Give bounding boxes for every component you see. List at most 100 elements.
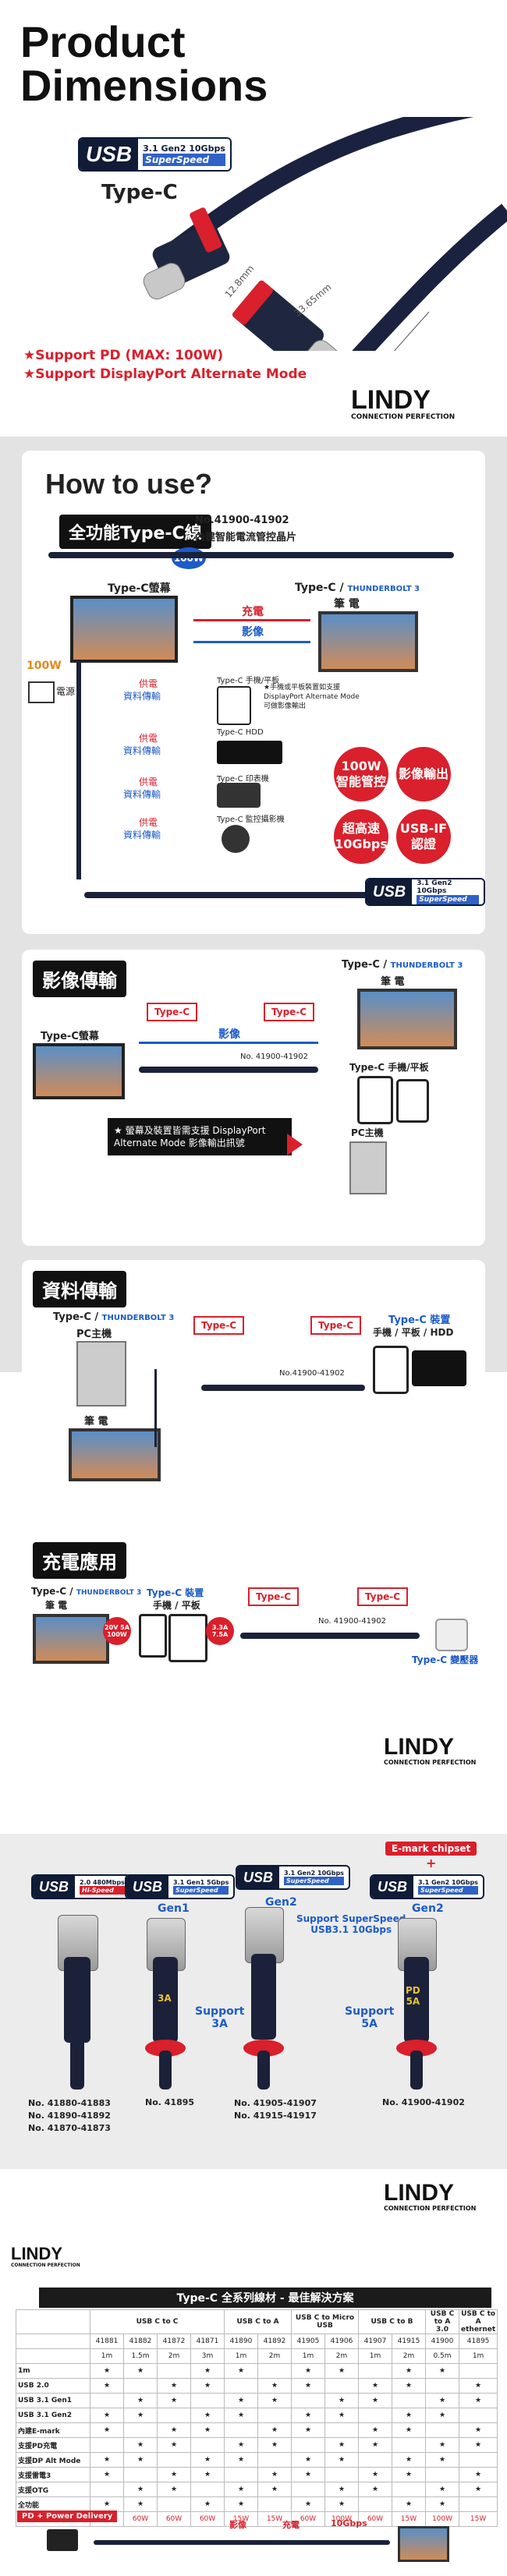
power-flow-3: 供電: [139, 777, 158, 787]
table-cell: ★: [358, 2393, 392, 2408]
usb-logo-badge: USB 3.1 Gen2 10Gbps SuperSpeed: [78, 137, 232, 172]
table-cell: [257, 2452, 292, 2468]
table-cell: ★: [425, 2408, 459, 2423]
video-label: 影像: [242, 626, 264, 639]
table-cell: [224, 2467, 258, 2482]
table-col-1: 41882: [123, 2334, 158, 2349]
table-cell: ★: [90, 2467, 124, 2482]
table-cell: [324, 2378, 359, 2394]
table-foot-3: 60W: [190, 2511, 225, 2527]
table-cell: ★: [157, 2393, 191, 2408]
table-cell: ★: [90, 2408, 124, 2423]
table-cell: ★: [190, 2363, 225, 2379]
table-col-10: 41900: [425, 2334, 459, 2349]
table-cell: ★: [291, 2408, 325, 2423]
table-group-5: USB C to A ethernet: [458, 2309, 498, 2334]
table-cell: [157, 2408, 191, 2423]
table-cell: [90, 2437, 124, 2453]
charge-tc1: Type-C: [248, 1587, 300, 1606]
table-cell: [190, 2393, 225, 2408]
charge-cable: [240, 1633, 420, 1639]
table-foot-2: 60W: [157, 2511, 191, 2527]
data-cable: [201, 1385, 365, 1391]
table-row: USB 2.0★★★★★★★★: [16, 2378, 498, 2394]
dp-note: ★手機或平板裝置如支援 DisplayPort Alternate Mode 可…: [264, 684, 360, 710]
table-len-11: 1m: [458, 2348, 498, 2364]
video-model: No. 41900-41902: [240, 1053, 309, 1061]
power-watt: 100W: [27, 660, 62, 672]
table-foot-10: 100W: [425, 2511, 459, 2527]
table-cell: [425, 2422, 459, 2438]
data-panel: 資料傳輸 Type-C / THUNDERBOLT 3 PC主機 筆 電 Typ…: [22, 1260, 485, 1517]
charge-arrow: [193, 619, 310, 621]
cable2-3a: 3A: [158, 1993, 172, 2004]
data-left-top: Type-C / THUNDERBOLT 3: [53, 1311, 175, 1323]
top-cable: [48, 552, 454, 558]
table-len-2: 2m: [157, 2348, 191, 2364]
lindy-logo-4: LINDY CONNECTION PERFECTION: [11, 2244, 80, 2269]
table-row: USB 3.1 Gen1★★★★★★★★: [16, 2393, 498, 2408]
table-cell: ★: [458, 2422, 498, 2438]
table-cell: ★: [425, 2496, 459, 2512]
table-cell: [425, 2378, 459, 2394]
notebook-label2: 筆 電: [334, 598, 360, 610]
table-cell: ★: [190, 2452, 225, 2468]
video-arrow: [193, 641, 310, 643]
table-cell: ★: [324, 2363, 359, 2379]
data-flow-4: 資料傳輸: [123, 830, 161, 840]
table-cell: ★: [157, 2467, 191, 2482]
charge-label: 充電: [242, 606, 264, 618]
table-cell: ★: [458, 2437, 498, 2453]
phone-label: Type-C 手機/平板: [217, 677, 280, 685]
table-row-label: USB 3.1 Gen1: [16, 2393, 90, 2408]
table-cell: [291, 2437, 325, 2453]
table-row: 支援OTG★★★★★★★★: [16, 2482, 498, 2497]
feat-usbif: USB-IF 認證: [396, 809, 451, 864]
gen1-label: Gen1: [158, 1902, 190, 1915]
table-cell: ★: [392, 2408, 426, 2423]
data-nb: 筆 電: [84, 1416, 108, 1428]
vertical-bus: [76, 661, 81, 879]
model-desc: 內建智能電流管控晶片: [195, 532, 297, 543]
cable1-wire: [70, 2035, 84, 2089]
hero-title-line2: Dimensions: [20, 61, 268, 110]
table-cell: [392, 2482, 426, 2497]
table-cell: ★: [257, 2378, 292, 2394]
table-cell: [90, 2393, 124, 2408]
table-row-label: 1m: [16, 2363, 90, 2379]
table-cell: ★: [123, 2393, 158, 2408]
table-cell: ★: [392, 2378, 426, 2394]
data-phone-image: [373, 1346, 409, 1394]
data-hdd-image: [412, 1350, 466, 1386]
table-cell: ★: [358, 2422, 392, 2438]
table-cell: ★: [190, 2467, 225, 2482]
table-cell: ★: [90, 2422, 124, 2438]
bottom-cable: [94, 2540, 390, 2545]
table-cell: ★: [425, 2482, 459, 2497]
video-note-arrow: [287, 1134, 303, 1155]
table-group-4: USB C to A 3.0: [425, 2309, 459, 2334]
table-group-2: USB C to Micro USB: [291, 2309, 359, 2334]
video-tc1: Type-C: [147, 1003, 198, 1021]
table-len-5: 2m: [257, 2348, 292, 2364]
charge-panel: 充電應用 Type-C / THUNDERBOLT 3 筆 電 20V 5A 1…: [22, 1531, 485, 1726]
table-len-10: 0.5m: [425, 2348, 459, 2364]
table-cell: ★: [224, 2437, 258, 2453]
table-col-4: 41890: [224, 2334, 258, 2349]
table-cell: [358, 2452, 392, 2468]
cable1-body: [64, 1957, 90, 2043]
video-note: ★ 螢幕及裝置皆需支援 DisplayPort Alternate Mode 影…: [108, 1118, 292, 1155]
lindy-logo: LINDY CONNECTION PERFECTION: [351, 385, 456, 421]
table-cell: [358, 2408, 392, 2423]
table-cell: [257, 2496, 292, 2512]
feature-dp: ★Support DisplayPort Alternate Mode: [23, 366, 307, 382]
cable3-wire: [257, 2051, 270, 2089]
cable2-wire: [159, 2051, 172, 2089]
table-cell: ★: [224, 2482, 258, 2497]
feat-video: 影像輸出: [396, 747, 451, 801]
table-cell: [123, 2467, 158, 2482]
